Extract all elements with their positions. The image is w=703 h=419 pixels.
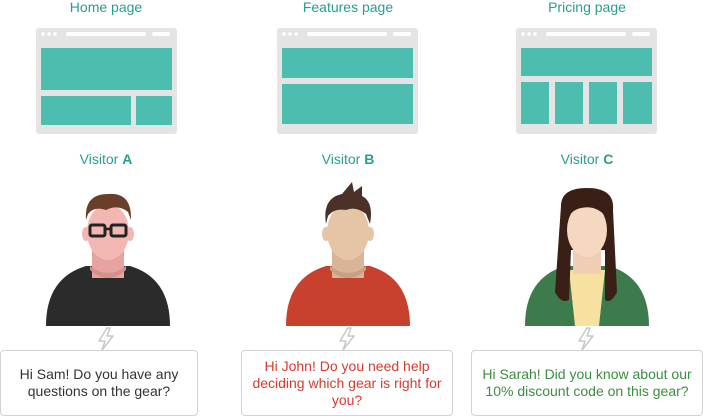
visitor-c-message-bubble: Hi Sarah! Did you know about our 10% dis… [471, 350, 703, 416]
page-title-pricing: Pricing page [548, 0, 626, 15]
visitor-a-message-bubble: Hi Sam! Do you have any questions on the… [0, 350, 198, 416]
visitor-c-message: Hi Sarah! Did you know about our 10% dis… [482, 366, 692, 399]
visitor-b-message: Hi John! Do you need help deciding which… [252, 357, 442, 408]
lightning-bolt-icon [98, 327, 114, 351]
column-visitor-b: Features page Visitor B Hi John! Do you … [228, 0, 468, 419]
visitor-b-label: Visitor B [321, 151, 375, 167]
column-visitor-c: Pricing page Visitor C Hi Sarah! Did you… [467, 0, 703, 419]
page-title-home: Home page [69, 0, 143, 15]
page-title-features: Features page [302, 0, 394, 15]
visitor-c-label: Visitor C [560, 151, 614, 167]
visitor-a-message: Hi Sam! Do you have any questions on the… [19, 366, 179, 399]
female-visitor-long-hair-icon [525, 188, 649, 326]
features-page-wireframe-icon [277, 28, 418, 134]
visitor-a-label: Visitor A [79, 151, 133, 167]
lightning-bolt-icon [339, 327, 355, 351]
pricing-page-wireframe-icon [516, 28, 657, 134]
column-visitor-a: Home page Visitor A Hi Sam! Do you have … [0, 0, 226, 419]
lightning-bolt-icon [578, 327, 594, 351]
male-visitor-spiky-hair-icon [286, 182, 410, 326]
male-visitor-glasses-icon [46, 193, 170, 326]
visitor-b-message-bubble: Hi John! Do you need help deciding which… [241, 350, 453, 416]
home-page-wireframe-icon [36, 28, 177, 134]
